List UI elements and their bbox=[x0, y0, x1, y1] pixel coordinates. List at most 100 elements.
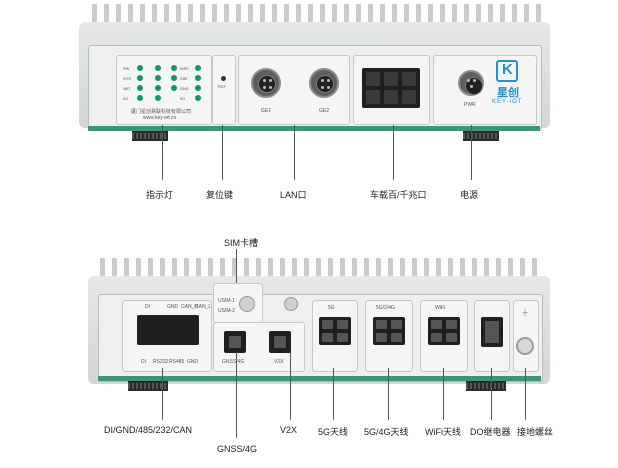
ground-screw[interactable] bbox=[516, 337, 534, 355]
lan-port-ge1[interactable] bbox=[251, 68, 281, 98]
heatsink-fin bbox=[388, 258, 393, 280]
gnss-4g-port[interactable] bbox=[224, 331, 246, 353]
indicator-label-gns: GNS bbox=[180, 86, 189, 91]
heatsink-fin bbox=[124, 258, 129, 280]
terminal-label: CAN_L bbox=[195, 304, 212, 310]
power-port[interactable] bbox=[458, 70, 484, 96]
heatsink-fin bbox=[496, 258, 501, 280]
indicator-label-sys: SYS bbox=[123, 76, 132, 81]
heatsink-fin bbox=[344, 4, 349, 26]
sim-slot[interactable] bbox=[239, 296, 255, 312]
heatsink-fin bbox=[140, 4, 145, 26]
terminal-panel: DI GND CAN_H CAN_L DI RS232 RS485 GND bbox=[122, 300, 212, 372]
relay-port[interactable] bbox=[481, 317, 503, 347]
indicator-led bbox=[155, 95, 161, 101]
sim-panel: USIM-1 USIM-2 bbox=[213, 283, 263, 323]
lan-port-ge2[interactable] bbox=[309, 68, 339, 98]
ground-icon: ⏚ bbox=[521, 308, 529, 317]
heatsink-fin bbox=[512, 4, 517, 26]
callout-line bbox=[236, 249, 237, 283]
vehicle-ethernet-panel bbox=[353, 55, 430, 125]
heatsink-fin bbox=[172, 258, 177, 280]
callout-wifi-antenna: WiFi天线 bbox=[425, 427, 461, 437]
antenna-wifi-port[interactable] bbox=[428, 317, 460, 345]
heatsink-fin bbox=[412, 258, 417, 280]
company-name: 厦门星创易联科技有限公司 bbox=[131, 109, 192, 115]
heatsink-fin bbox=[472, 258, 477, 280]
heatsink-fin bbox=[256, 258, 261, 280]
heatsink-fin bbox=[308, 4, 313, 26]
indicator-label-4g: 4G bbox=[123, 96, 129, 101]
antenna-5g-label: 5G bbox=[328, 305, 335, 311]
vehicle-ethernet-port[interactable] bbox=[362, 68, 420, 108]
heatsink-fin bbox=[340, 258, 345, 280]
heatsink-fin bbox=[464, 4, 469, 26]
indicator-led bbox=[195, 65, 201, 71]
indicator-led bbox=[171, 65, 177, 71]
heatsink-fin bbox=[484, 258, 489, 280]
heatsink-fin bbox=[296, 4, 301, 26]
heatsink-fin bbox=[224, 4, 229, 26]
indicator-led bbox=[155, 75, 161, 81]
callout-line bbox=[294, 125, 295, 180]
v2x-port[interactable] bbox=[269, 331, 291, 353]
heatsink-fin bbox=[328, 258, 333, 280]
heatsink-fin bbox=[148, 258, 153, 280]
antenna-5g-port[interactable] bbox=[319, 317, 351, 345]
heatsink-fin bbox=[476, 4, 481, 26]
heatsink-fin bbox=[272, 4, 277, 26]
lan-label-ge2: GE2 bbox=[319, 108, 330, 114]
heatsink-fin bbox=[448, 258, 453, 280]
heatsink-fin bbox=[116, 4, 121, 26]
indicator-label-sim: SIM bbox=[180, 76, 188, 81]
indicator-led bbox=[195, 85, 201, 91]
callout-do-relay: DO继电器 bbox=[470, 427, 511, 437]
indicator-label-pw: PW bbox=[123, 66, 130, 71]
heatsink-fin bbox=[220, 258, 225, 280]
heatsink-fin bbox=[208, 258, 213, 280]
callout-line bbox=[290, 352, 291, 420]
heatsink-fin bbox=[400, 258, 405, 280]
terminal-block[interactable] bbox=[137, 315, 199, 345]
indicator-led bbox=[195, 75, 201, 81]
top-left-foot bbox=[132, 131, 168, 141]
heatsink-fin bbox=[128, 4, 133, 26]
heatsink-fin bbox=[404, 4, 409, 26]
relay-panel bbox=[474, 300, 510, 372]
terminal-label: GND bbox=[167, 304, 179, 310]
heatsink-fin bbox=[428, 4, 433, 26]
sim-screw[interactable] bbox=[284, 297, 298, 311]
ground-panel: ⏚ bbox=[513, 300, 539, 372]
sim-slot-label: USIM-1 bbox=[218, 298, 235, 304]
heatsink-fin bbox=[196, 258, 201, 280]
heatsink-fin bbox=[304, 258, 309, 280]
callout-sim-slot: SIM卡槽 bbox=[224, 238, 259, 248]
heatsink-fin bbox=[320, 4, 325, 26]
antenna-5g4g-label: 5G/2/4G bbox=[376, 305, 395, 311]
indicator-led bbox=[195, 95, 201, 101]
lan-panel: GE1 GE2 bbox=[238, 55, 350, 125]
heatsink-fin bbox=[104, 4, 109, 26]
heatsink-fin bbox=[488, 4, 493, 26]
reset-button[interactable] bbox=[221, 76, 226, 81]
indicator-label-5g: 5G bbox=[180, 96, 186, 101]
callout-line bbox=[471, 125, 472, 180]
callout-line bbox=[236, 352, 237, 438]
reset-label: RST bbox=[218, 84, 226, 89]
callout-5g-antenna: 5G天线 bbox=[318, 427, 349, 437]
indicator-label-wifi: WIFI bbox=[180, 66, 189, 71]
bottom-left-foot bbox=[128, 381, 168, 391]
heatsink-fin bbox=[176, 4, 181, 26]
antenna-wifi-panel: WiFi bbox=[420, 300, 468, 372]
indicator-led bbox=[137, 75, 143, 81]
company-website: www.key-iot.cn bbox=[143, 115, 177, 121]
callout-indicator: 指示灯 bbox=[146, 190, 174, 200]
callout-line bbox=[333, 368, 334, 420]
heatsink-fin bbox=[508, 258, 513, 280]
heatsink-fin bbox=[520, 258, 525, 280]
antenna-5g4g-port[interactable] bbox=[373, 317, 405, 345]
heatsink-fin bbox=[200, 4, 205, 26]
brand-logo bbox=[496, 60, 518, 82]
indicator-led bbox=[137, 85, 143, 91]
callout-terminal: DI/GND/485/232/CAN bbox=[104, 425, 193, 435]
